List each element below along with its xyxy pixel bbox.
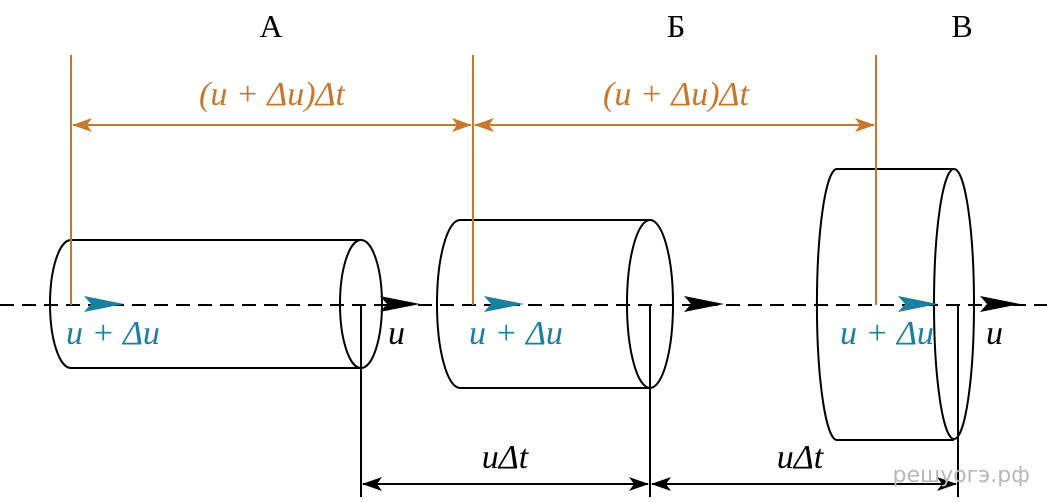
cylinder-v-back-face [815, 168, 838, 441]
bottom-label-2: uΔt [777, 439, 825, 476]
speed-label-v: u [986, 315, 1003, 352]
black-arrow-v [980, 296, 1020, 312]
blue-arrow-v [898, 296, 938, 312]
speed-label-a: u [388, 315, 405, 352]
blue-arrow-a [84, 296, 124, 312]
orange-label-2: (u + Δu)Δt [603, 76, 750, 113]
black-arrow-a [380, 296, 420, 312]
cylinder-b-back-face [436, 219, 461, 389]
cylinder-a-back-face [49, 239, 72, 369]
orange-label-1: (u + Δu)Δt [199, 76, 346, 113]
black-arrow-b [684, 296, 724, 312]
bottom-label-1: uΔt [482, 439, 530, 476]
blue-label-a: u + Δu [66, 315, 160, 352]
blue-label-b: u + Δu [469, 315, 563, 352]
section-label-b: Б [667, 8, 685, 44]
section-label-a: А [259, 8, 282, 44]
cylinder-b [436, 219, 674, 497]
section-label-v: В [951, 8, 972, 44]
blue-label-v: u + Δu [840, 315, 934, 352]
cylinder-a [49, 239, 383, 497]
blue-arrow-b [484, 296, 524, 312]
watermark: решуогэ.рф [892, 463, 1030, 488]
